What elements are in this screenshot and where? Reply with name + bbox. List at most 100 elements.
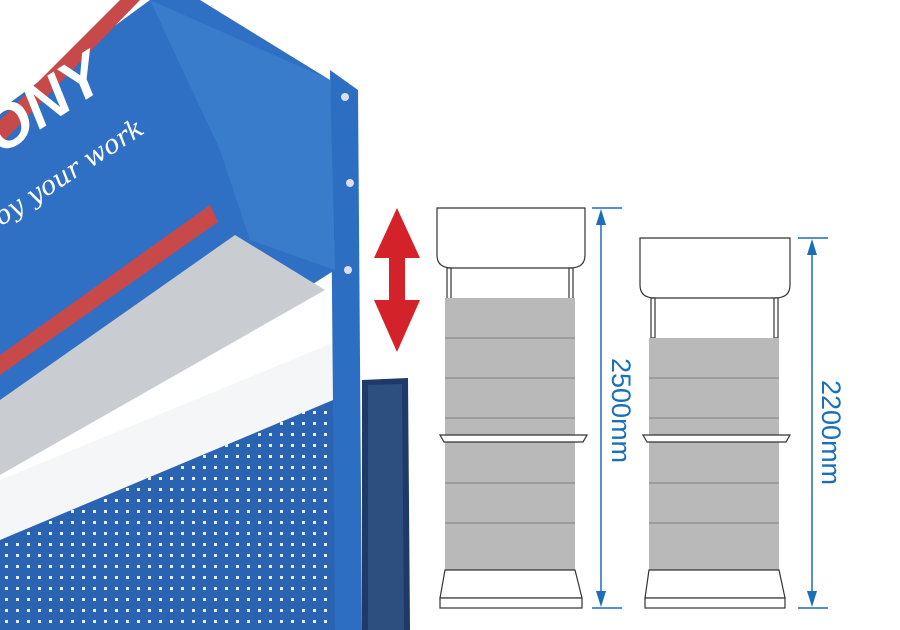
dimension-line-2200 [798, 237, 828, 609]
dimension-line-2500 [592, 207, 622, 609]
peg-hole [192, 510, 195, 513]
peg-hole [313, 587, 316, 590]
peg-hole [93, 521, 96, 524]
peg-hole [324, 609, 327, 612]
peg-hole [203, 565, 206, 568]
peg-hole [214, 620, 217, 623]
peg-hole [49, 620, 52, 623]
peg-hole [27, 543, 30, 546]
peg-hole [126, 576, 129, 579]
peg-hole [225, 543, 228, 546]
peg-hole [60, 543, 63, 546]
peg-hole [203, 510, 206, 513]
peg-hole [324, 510, 327, 513]
peg-hole [192, 554, 195, 557]
peg-hole [269, 488, 272, 491]
peg-hole [192, 598, 195, 601]
peg-hole [225, 554, 228, 557]
product-photo: TONY joy your work [0, 0, 410, 630]
peg-hole [225, 521, 228, 524]
peg-hole [104, 576, 107, 579]
peg-hole [148, 532, 151, 535]
peg-hole [126, 488, 129, 491]
peg-hole [203, 488, 206, 491]
peg-hole [82, 598, 85, 601]
height-adjust-arrow [374, 208, 420, 352]
peg-hole [269, 499, 272, 502]
peg-hole [313, 598, 316, 601]
peg-hole [159, 620, 162, 623]
peg-hole [313, 554, 316, 557]
peg-hole [280, 422, 283, 425]
peg-hole [126, 587, 129, 590]
peg-hole [104, 565, 107, 568]
peg-hole [225, 488, 228, 491]
peg-hole [159, 477, 162, 480]
peg-hole [104, 510, 107, 513]
peg-hole [71, 598, 74, 601]
peg-hole [247, 620, 250, 623]
peg-hole [291, 598, 294, 601]
peg-hole [126, 543, 129, 546]
peg-hole [16, 554, 19, 557]
peg-hole [115, 543, 118, 546]
peg-hole [203, 598, 206, 601]
peg-hole [49, 565, 52, 568]
peg-hole [181, 609, 184, 612]
peg-hole [324, 532, 327, 535]
peg-hole [324, 576, 327, 579]
peg-hole [60, 609, 63, 612]
peg-hole [82, 554, 85, 557]
peg-hole [203, 455, 206, 458]
peg-hole [170, 499, 173, 502]
peg-hole [38, 554, 41, 557]
peg-hole [313, 576, 316, 579]
peg-hole [247, 455, 250, 458]
peg-hole [291, 532, 294, 535]
peg-hole [5, 598, 8, 601]
peg-hole [148, 598, 151, 601]
peg-hole [291, 499, 294, 502]
peg-hole [71, 543, 74, 546]
peg-hole [214, 554, 217, 557]
peg-hole [291, 543, 294, 546]
peg-hole [236, 477, 239, 480]
peg-hole [137, 543, 140, 546]
light-strip [0, 340, 345, 540]
peg-hole [148, 576, 151, 579]
peg-hole [192, 499, 195, 502]
peg-hole [115, 565, 118, 568]
peg-hole [291, 554, 294, 557]
peg-hole [258, 576, 261, 579]
peg-hole [313, 444, 316, 447]
peg-hole [313, 499, 316, 502]
peg-hole [181, 466, 184, 469]
peg-hole [302, 422, 305, 425]
peg-hole [225, 587, 228, 590]
peg-hole [203, 609, 206, 612]
peg-hole [170, 576, 173, 579]
peg-hole [313, 455, 316, 458]
peg-hole [137, 565, 140, 568]
peg-hole [159, 510, 162, 513]
peg-hole [192, 576, 195, 579]
peg-hole [60, 532, 63, 535]
peg-hole [49, 521, 52, 524]
peg-hole [236, 565, 239, 568]
peg-hole [93, 576, 96, 579]
peg-hole [269, 620, 272, 623]
peg-hole [225, 455, 228, 458]
peg-hole [291, 609, 294, 612]
peg-hole [280, 433, 283, 436]
peg-hole [225, 499, 228, 502]
peg-hole [71, 609, 74, 612]
peg-hole [49, 543, 52, 546]
peg-hole [324, 455, 327, 458]
peg-hole [104, 499, 107, 502]
red-stripe-top [0, 0, 140, 145]
peg-hole [258, 587, 261, 590]
peg-hole [38, 532, 41, 535]
peg-hole [302, 609, 305, 612]
peg-hole [214, 510, 217, 513]
peg-hole [258, 598, 261, 601]
